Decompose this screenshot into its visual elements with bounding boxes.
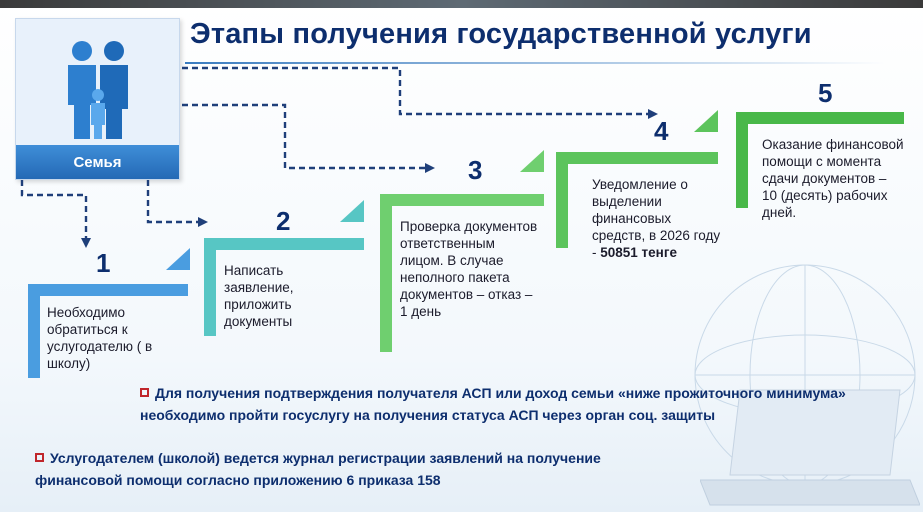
note-bullet-icon [140,388,149,397]
page-title: Этапы получения государственной услуги [190,18,812,50]
family-label: Семья [73,154,122,171]
family-icon [68,41,128,139]
step-4-text-main: Уведомление о выделении финансовых средс… [592,177,721,260]
step-4-left-bar [556,152,568,248]
step-number-4: 4 [654,116,669,146]
title-underline [185,62,885,64]
step-number-3: 3 [468,155,483,185]
step-4-text: Уведомление о выделении финансовых средс… [592,176,722,261]
step-3-top-bar [380,194,544,206]
top-frame-bar [0,0,923,8]
family-label-bar [16,145,179,179]
step-4-amount: 50851 тенге [600,245,677,260]
note-asp: Для получения подтверждения получателя А… [140,382,920,426]
note-journal: Услугодателем (школой) ведется журнал ре… [35,447,635,491]
note-journal-text: Услугодателем (школой) ведется журнал ре… [35,450,601,488]
step-2-left-bar [204,238,216,336]
step-1-left-bar [28,284,40,378]
step-5-text: Оказание финансовой помощи с момента сда… [762,137,904,220]
step-number-1: 1 [96,248,111,278]
step-1-text: Необходимо обратиться к услугодателю ( в… [47,305,153,371]
note-bullet-icon [35,453,44,462]
step-3-text: Проверка документов ответственным лицом.… [400,219,538,319]
step-2-text: Написать заявление, приложить документы [224,263,294,329]
step-5-left-bar [736,112,748,208]
family-card: Семья [15,18,180,180]
step-2-top-bar [204,238,364,250]
note-asp-text: Для получения подтверждения получателя А… [140,385,846,423]
laptop-decoration-icon [700,389,920,506]
step-number-2: 2 [276,206,291,236]
step-1-top-bar [28,284,188,296]
step-5-top-bar [736,112,904,124]
step-3-left-bar [380,194,392,352]
step-4-top-bar [556,152,718,164]
step-number-5: 5 [818,78,833,108]
